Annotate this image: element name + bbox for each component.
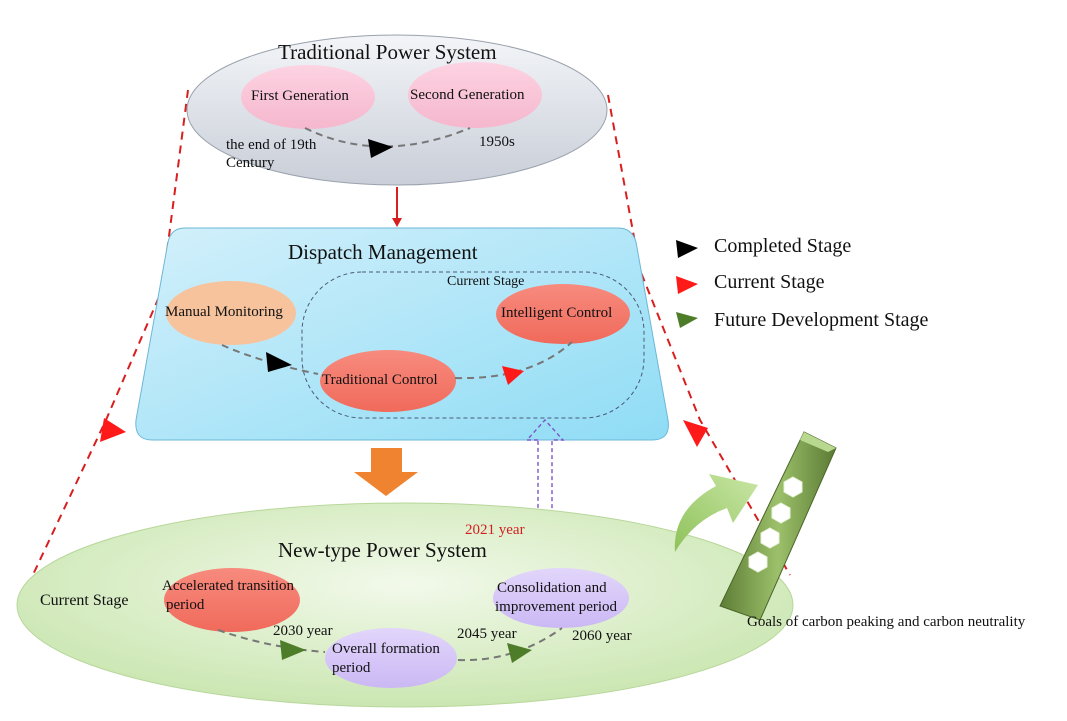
current-stage-dashed-box — [301, 271, 645, 419]
traditional-title: Traditional Power System — [278, 40, 497, 64]
accelerated-line1: Accelerated transition — [162, 578, 295, 594]
generation-dashed-flow — [304, 127, 471, 148]
overall-line1: Overall formation — [332, 641, 440, 657]
future-arrow-1 — [280, 640, 306, 660]
dispatch-current-stage-label: Current Stage — [447, 274, 525, 289]
traditional-control-label: Traditional Control — [322, 372, 438, 388]
legend-current-label: Current Stage — [714, 271, 825, 293]
future-arrow-2 — [507, 643, 532, 663]
year-2060-label: 2060 year — [572, 628, 632, 644]
hexagon-icons — [748, 476, 803, 573]
consolidation-line2: improvement period — [495, 599, 618, 615]
goals-label: Goals of carbon peaking and carbon neutr… — [747, 614, 1026, 630]
red-down-arrow-head — [392, 218, 402, 227]
left-red-triangle-marker — [100, 418, 126, 442]
green-curl-arrow — [674, 474, 758, 552]
overall-formation-node — [325, 628, 457, 688]
completed-arrow-dispatch — [266, 352, 292, 372]
traditional-control-node — [320, 350, 456, 412]
legend-red-triangle — [676, 276, 698, 294]
legend-green-triangle — [676, 312, 698, 328]
hexagon-icon — [760, 527, 780, 549]
traditional-to-intelligent-flow — [454, 341, 573, 380]
orange-down-arrow — [354, 448, 418, 496]
legend-future-label: Future Development Stage — [714, 309, 929, 331]
new-type-power-system-ellipse — [16, 502, 794, 708]
consolidation-line1: Consolidation and — [497, 580, 607, 596]
year-2045-label: 2045 year — [457, 626, 517, 642]
overall-to-consolidation-flow — [457, 627, 563, 662]
first-generation-label: First Generation — [251, 88, 349, 104]
manual-monitoring-label: Manual Monitoring — [165, 304, 283, 320]
first-generation-node — [241, 65, 375, 129]
second-generation-label: Second Generation — [410, 87, 525, 103]
current-arrow-dispatch — [502, 366, 524, 385]
year-2021-label: 2021 year — [465, 522, 525, 538]
right-dashed-line — [607, 94, 791, 576]
intelligent-control-node — [496, 284, 630, 344]
dispatch-management-panel — [135, 227, 669, 441]
manual-monitoring-node — [166, 281, 296, 345]
intelligent-control-label: Intelligent Control — [501, 305, 613, 321]
dispatch-title: Dispatch Management — [288, 240, 478, 264]
right-red-triangle-marker — [683, 420, 708, 447]
left-dashed-line — [21, 89, 189, 599]
start-time-line1: the end of 19th — [226, 137, 317, 153]
legend-black-triangle — [676, 240, 698, 258]
accelerated-line2: period — [166, 597, 205, 613]
hexagon-icon — [771, 502, 791, 524]
year-2030-label: 2030 year — [273, 623, 333, 639]
hexagon-icon — [783, 476, 803, 498]
second-generation-node — [408, 62, 542, 128]
legend-completed-label: Completed Stage — [714, 235, 852, 257]
accelerated-transition-node — [164, 568, 300, 632]
overall-line2: period — [332, 660, 371, 676]
new-type-title: New-type Power System — [278, 538, 487, 562]
completed-arrow-generation — [368, 139, 393, 158]
red-dashed-connectors — [21, 89, 791, 599]
accelerated-to-overall-flow — [217, 629, 326, 653]
carbon-goals-bar — [719, 431, 837, 621]
new-type-current-stage-label: Current Stage — [40, 592, 129, 609]
hexagon-icon — [748, 551, 768, 573]
end-time-label: 1950s — [479, 134, 515, 150]
purple-up-arrow — [525, 418, 565, 563]
consolidation-node — [493, 568, 629, 628]
manual-to-traditional-flow — [221, 344, 319, 375]
start-time-line2: Century — [226, 155, 275, 171]
